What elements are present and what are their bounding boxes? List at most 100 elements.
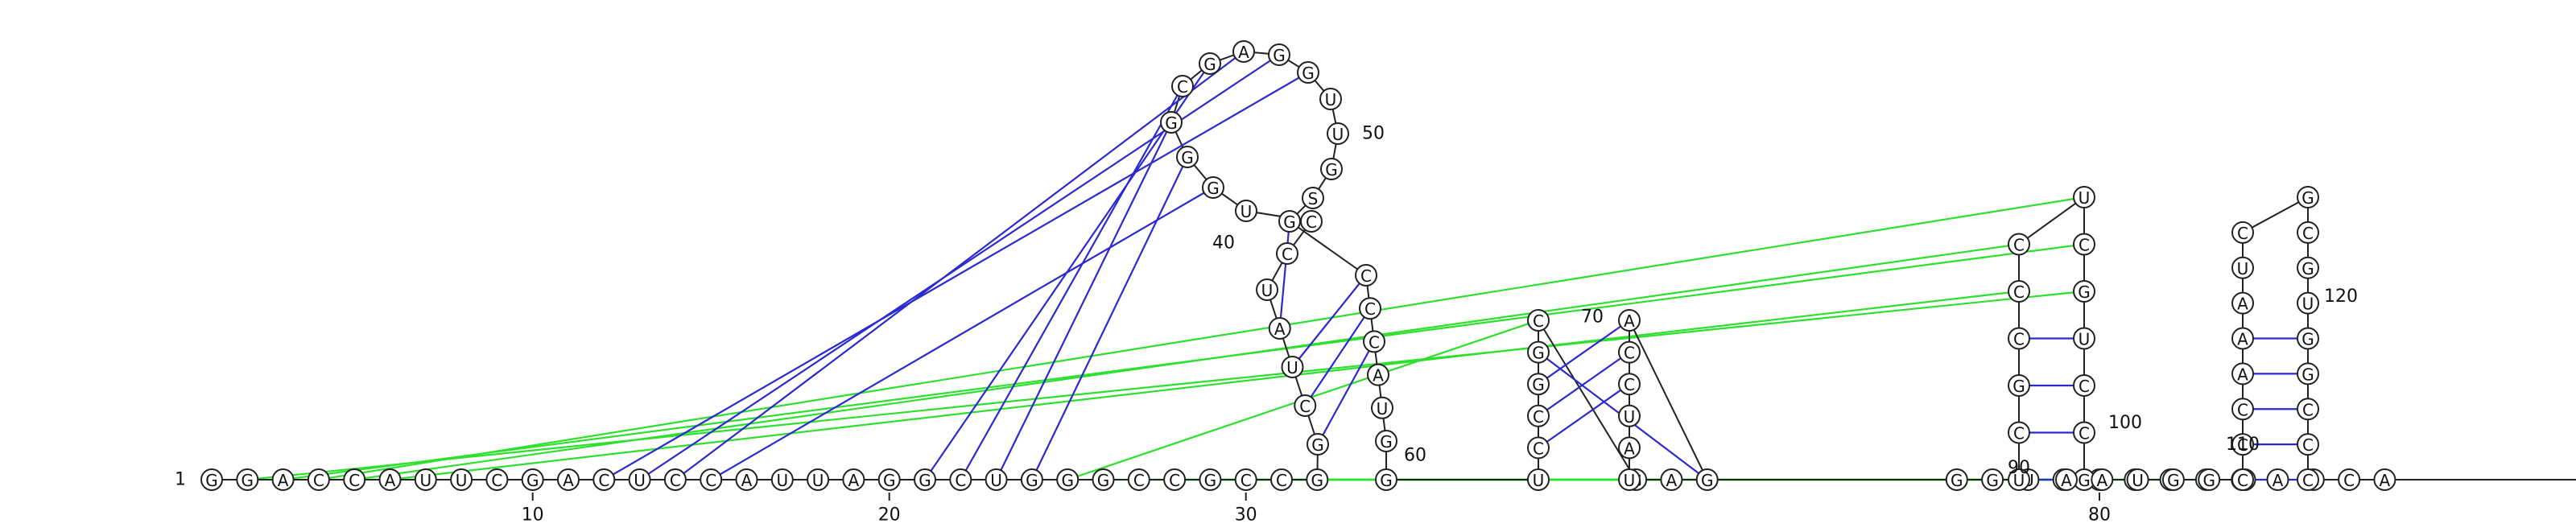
nucleotide-circle bbox=[1235, 200, 1257, 222]
nucleotide-letter: C bbox=[2302, 435, 2314, 455]
nucleotide-letter: C bbox=[2013, 236, 2025, 255]
nucleotide-circle bbox=[2073, 280, 2095, 303]
nucleotide-circle bbox=[2073, 374, 2095, 397]
nucleotide-letter: C bbox=[2302, 400, 2314, 419]
nucleotide-letter: G bbox=[2078, 471, 2091, 490]
nucleotide-letter: C bbox=[2079, 236, 2090, 255]
nucleotide: G bbox=[2297, 186, 2319, 208]
backbone-line bbox=[212, 50, 2576, 480]
nucleotide-letter: G bbox=[1097, 471, 1110, 490]
nucleotide-circle bbox=[2297, 362, 2319, 386]
nucleotide: U bbox=[1371, 396, 1393, 419]
nucleotide-letter: A bbox=[2273, 471, 2284, 490]
nucleotide: C bbox=[663, 468, 687, 491]
nucleotide-circle bbox=[842, 468, 865, 491]
nucleotide: C bbox=[1163, 468, 1187, 491]
nucleotide-circle bbox=[1527, 340, 1550, 364]
position-label: 120 bbox=[2324, 287, 2358, 307]
nucleotide: A bbox=[2266, 468, 2289, 491]
nucleotide-letter: G bbox=[1026, 471, 1038, 490]
nucleotide-letter: C bbox=[1624, 375, 1635, 394]
nucleotide-letter: G bbox=[1532, 375, 1545, 394]
nucleotide: C bbox=[2073, 374, 2095, 397]
nucleotide-letter: C bbox=[1624, 344, 1635, 363]
nucleotide: A bbox=[1268, 317, 1291, 340]
nucleotide: A bbox=[557, 468, 580, 491]
nucleotide-circle bbox=[1527, 373, 1550, 396]
nucleotide-circle bbox=[1127, 468, 1150, 491]
nucleotide: A bbox=[1367, 363, 1389, 386]
nucleotide-circle bbox=[2373, 468, 2396, 491]
nucleotide-letter: C bbox=[1133, 471, 1145, 490]
position-label: 40 bbox=[1212, 233, 1235, 254]
nucleotide: U bbox=[1281, 356, 1304, 378]
nucleotide-letter: C bbox=[2013, 282, 2025, 302]
nucleotide: C bbox=[1300, 210, 1323, 233]
nucleotide: G bbox=[236, 468, 259, 491]
nucleotide-letter: U bbox=[419, 471, 431, 490]
nucleotide: C bbox=[1234, 468, 1257, 491]
nucleotide: C bbox=[1127, 468, 1150, 491]
nucleotide-letter: S bbox=[1308, 189, 1319, 208]
nucleotide-letter: C bbox=[955, 471, 966, 490]
base-pair-line bbox=[638, 54, 1280, 480]
nucleotide: U bbox=[2073, 186, 2095, 208]
nucleotide-letter: U bbox=[990, 471, 1002, 490]
nucleotide: A bbox=[2231, 327, 2254, 350]
nucleotide-letter: C bbox=[2343, 471, 2355, 490]
nucleotide-circle bbox=[1319, 88, 1342, 110]
nucleotide: G bbox=[1981, 468, 2004, 491]
nucleotide-letter: U bbox=[1332, 125, 1344, 144]
nucleotide-letter: G bbox=[1204, 471, 1217, 490]
nucleotide-letter: C bbox=[1282, 245, 1293, 264]
nucleotide: A bbox=[735, 468, 758, 491]
nucleotide-circle bbox=[2297, 468, 2319, 491]
nucleotide-circle bbox=[2266, 468, 2289, 491]
nucleotide-circle bbox=[2297, 186, 2319, 208]
nucleotide: G bbox=[1056, 468, 1080, 491]
position-label: 110 bbox=[2226, 435, 2260, 455]
nucleotide-letter: C bbox=[670, 471, 681, 490]
nucleotide: U bbox=[414, 468, 437, 491]
nucleotide-letter: G bbox=[1203, 55, 1216, 74]
base-pair-line bbox=[603, 72, 1309, 480]
nucleotide: U bbox=[450, 468, 473, 491]
nucleotide-letter: G bbox=[2202, 471, 2215, 490]
nucleotide-letter: A bbox=[2237, 330, 2248, 349]
nucleotide-circle bbox=[1256, 278, 1278, 301]
nucleotide-letter: C bbox=[313, 471, 324, 490]
nucleotide-circle bbox=[521, 468, 544, 491]
nucleotide: C bbox=[1527, 309, 1550, 332]
nucleotide-circle bbox=[2231, 256, 2254, 279]
nucleotide-circle bbox=[236, 468, 259, 491]
nucleotide-letter: C bbox=[1368, 332, 1380, 352]
nucleotide-letter: C bbox=[1364, 299, 1376, 319]
nucleotide-letter: A bbox=[2061, 471, 2072, 490]
nucleotide-letter: G bbox=[1165, 113, 1178, 133]
nucleotide-circle bbox=[877, 468, 901, 491]
nucleotide-circle bbox=[1276, 242, 1298, 265]
nucleotide: C bbox=[2231, 398, 2254, 421]
nucleotide-circle bbox=[1163, 468, 1187, 491]
nucleotide-circle bbox=[1618, 309, 1641, 332]
nucleotide: A bbox=[2373, 468, 2396, 491]
nucleotide: G bbox=[1320, 158, 1343, 180]
base-pair-line bbox=[960, 85, 1183, 480]
nucleotide: C bbox=[2008, 327, 2030, 350]
nucleotide-circle bbox=[2008, 374, 2030, 397]
nucleotide-circle bbox=[1268, 43, 1290, 66]
nucleotide-circle bbox=[2231, 327, 2254, 350]
nucleotide: G bbox=[1160, 111, 1183, 134]
nucleotide-letter: U bbox=[812, 471, 824, 490]
nucleotide-letter: A bbox=[1624, 439, 1635, 458]
nucleotide-letter: G bbox=[1283, 212, 1296, 232]
base-pair-line bbox=[1538, 351, 1630, 417]
nucleotide-circle bbox=[1367, 363, 1389, 386]
nucleotide-letter: G bbox=[1061, 471, 1074, 490]
nucleotide-letter: A bbox=[1238, 43, 1249, 62]
nucleotide: G bbox=[2073, 280, 2095, 303]
nucleotide: U bbox=[1319, 88, 1342, 110]
nucleotide: G bbox=[1176, 146, 1199, 168]
base-pair-line bbox=[1304, 307, 1371, 406]
